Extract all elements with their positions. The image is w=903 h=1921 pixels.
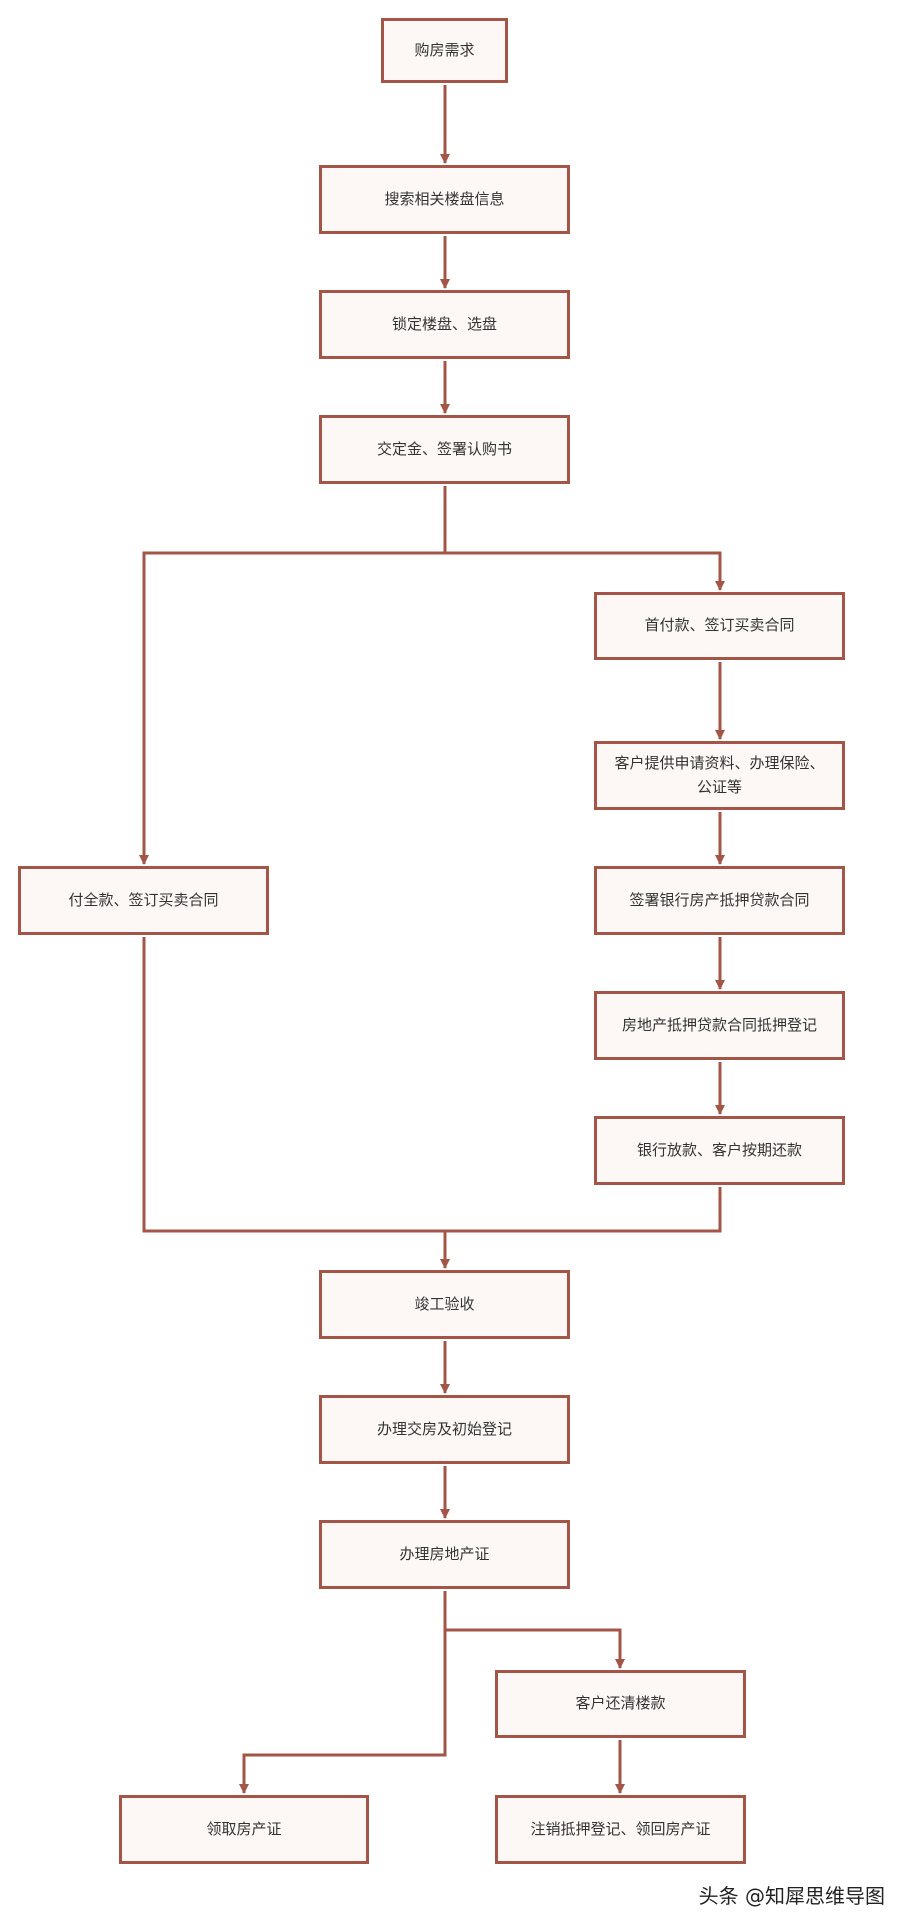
node-lock: 锁定楼盘、选盘 (319, 290, 570, 359)
node-repay-all: 客户还清楼款 (495, 1670, 746, 1738)
node-receive-cert: 领取房产证 (119, 1795, 369, 1864)
node-need: 购房需求 (381, 18, 508, 83)
arrow-deposit-to-full-payment (139, 551, 445, 865)
arrow-certificate-to-receive (239, 1630, 447, 1794)
node-certificate: 办理房地产证 (319, 1520, 570, 1589)
arrow-certificate-to-repay (443, 1591, 625, 1669)
node-search: 搜索相关楼盘信息 (319, 165, 570, 234)
node-down-payment: 首付款、签订买卖合同 (594, 592, 845, 660)
node-mortgage-register: 房地产抵押贷款合同抵押登记 (594, 991, 845, 1060)
node-provide-docs: 客户提供申请资料、办理保险、公证等 (594, 741, 845, 810)
node-acceptance: 竣工验收 (319, 1270, 570, 1339)
node-cancel-mortgage: 注销抵押登记、领回房产证 (495, 1795, 746, 1864)
node-handover: 办理交房及初始登记 (319, 1395, 570, 1464)
arrow-bank-release-to-acceptance (440, 1187, 722, 1269)
arrow-deposit-to-down-payment (443, 486, 725, 591)
node-full-payment: 付全款、签订买卖合同 (18, 866, 269, 935)
watermark: 头条 @知犀思维导图 (698, 1884, 885, 1908)
node-loan-contract: 签署银行房产抵押贷款合同 (594, 866, 845, 935)
arrow-full-payment-to-merge (142, 937, 445, 1233)
node-bank-release: 银行放款、客户按期还款 (594, 1116, 845, 1185)
node-deposit: 交定金、签署认购书 (319, 415, 570, 484)
